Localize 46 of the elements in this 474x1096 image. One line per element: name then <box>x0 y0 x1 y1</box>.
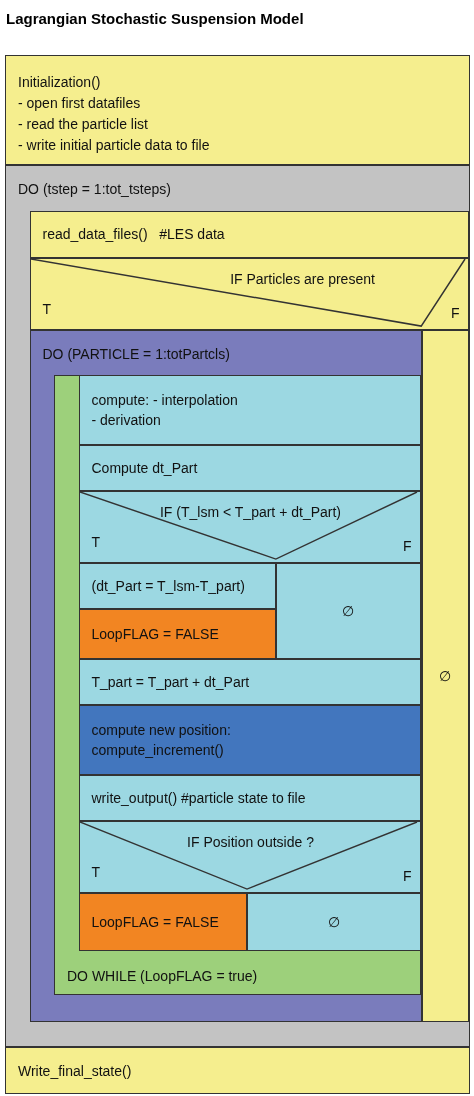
empty-branch-block <box>421 329 469 1022</box>
empty-symbol: ∅ <box>439 666 451 686</box>
statement-text: compute: - interpolation - derivation <box>91 390 239 430</box>
loop-block <box>5 165 470 1047</box>
loop-block <box>29 329 422 1022</box>
loop-condition: DO (tstep = 1:tot_tsteps) <box>18 180 171 199</box>
process-block <box>78 608 276 659</box>
list-item: - write initial particle data to file <box>18 136 210 155</box>
process-block <box>78 444 421 491</box>
process-block <box>78 892 247 951</box>
empty-branch-block <box>275 562 421 659</box>
process-block <box>78 774 421 821</box>
statement-text: compute new position: compute_increment() <box>91 720 232 760</box>
condition-text: IF (T_lsm < T_part + dt_Part) <box>160 502 341 522</box>
branch-label: F <box>402 536 412 556</box>
statement-text: LoopFLAG = FALSE <box>91 912 219 932</box>
branch-label: F <box>402 866 412 886</box>
empty-symbol: ∅ <box>327 912 340 932</box>
statement-text: read_data_files() #LES data <box>42 225 225 244</box>
branch-label: T <box>42 299 52 319</box>
process-block <box>78 562 276 609</box>
loop-condition: DO (PARTICLE = 1:totPartcls) <box>42 344 230 364</box>
process-block <box>78 658 421 705</box>
process-block <box>5 55 470 165</box>
condition-text: IF Particles are present <box>230 269 375 289</box>
diagram-title: Lagrangian Stochastic Suspension Model <box>6 10 304 27</box>
list-item: - read the particle list <box>18 115 148 134</box>
process-block <box>5 1047 470 1094</box>
statement-text: Write_final_state() <box>18 1061 132 1081</box>
statement-text: Compute dt_Part <box>91 458 198 478</box>
process-block <box>29 210 469 258</box>
process-block <box>78 374 421 445</box>
statement-text: LoopFLAG = FALSE <box>91 624 219 644</box>
condition-text: IF Position outside ? <box>187 832 314 852</box>
loop-block <box>54 375 421 995</box>
branch-label: F <box>450 303 460 323</box>
function-name: Initialization() <box>18 73 101 92</box>
statement-text: write_output() #particle state to file <box>91 788 306 808</box>
process-block <box>78 704 421 775</box>
list-item: - open first datafiles <box>18 94 141 113</box>
branch-label: T <box>91 532 101 552</box>
loop-condition: DO WHILE (LoopFLAG = true) <box>67 967 258 986</box>
branch-label: T <box>91 862 101 882</box>
statement-text: T_part = T_part + dt_Part <box>91 672 250 692</box>
statement-text: (dt_Part = T_lsm-T_part) <box>91 576 245 596</box>
empty-symbol: ∅ <box>342 601 354 621</box>
